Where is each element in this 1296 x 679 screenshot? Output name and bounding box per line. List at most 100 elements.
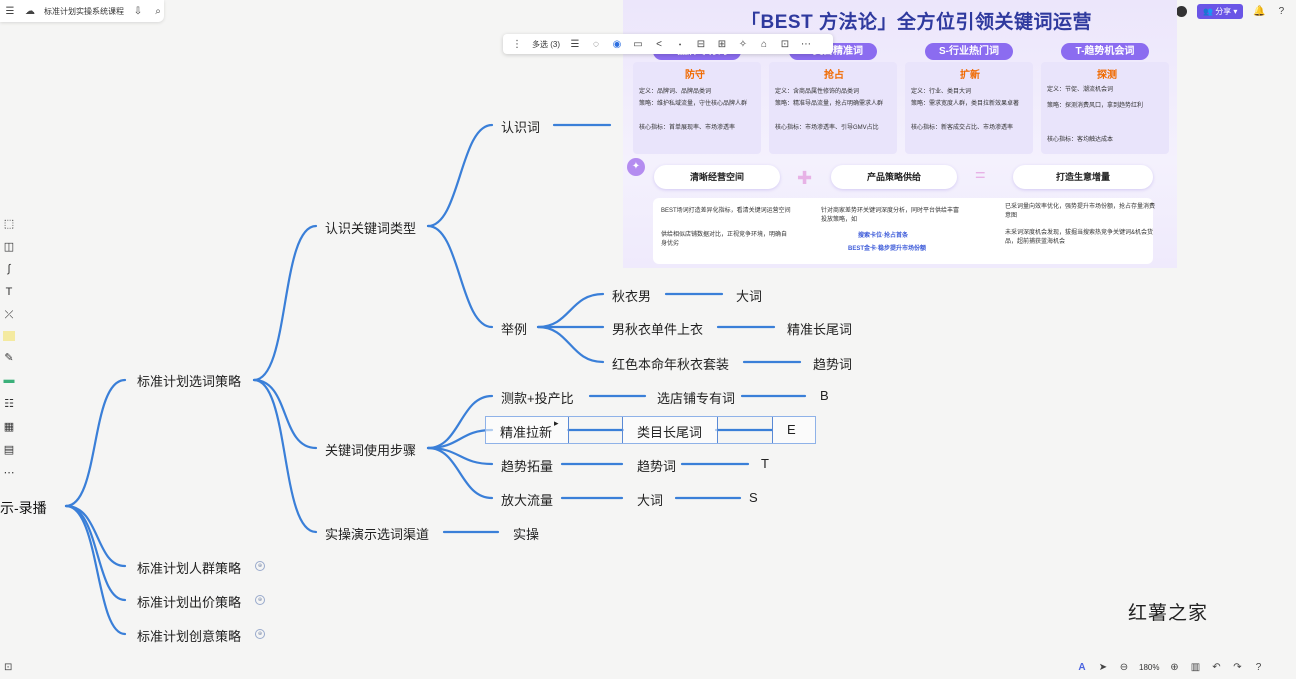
text-style-icon[interactable]: ꞏ — [678, 40, 682, 51]
l1-node[interactable]: 标准计划选词策略 — [137, 374, 242, 389]
more-options-icon[interactable]: ⋯ — [801, 38, 811, 50]
shape-icon[interactable]: ▭ — [633, 38, 643, 50]
undo-icon[interactable]: ↶ — [1212, 661, 1221, 673]
step-letter[interactable]: T — [761, 456, 769, 471]
slide-title: 「BEST 方法论」全方位引领关键词运营 — [741, 12, 1092, 33]
example-kind[interactable]: 大词 — [736, 289, 763, 304]
l2-node[interactable]: 认识关键词类型 — [325, 221, 417, 236]
step-letter[interactable]: E — [787, 422, 796, 437]
card-b-line-1: 定义：品牌词、品牌品类词 — [639, 89, 712, 95]
card-b-line-3: 核心指标：首单展现率、市场渗透率 — [639, 125, 736, 131]
map-icon[interactable]: ▥ — [1190, 661, 1201, 673]
step-word[interactable]: 大词 — [637, 493, 664, 508]
bell-icon[interactable]: 🔔 — [1253, 5, 1266, 17]
card-e-line-2: 策略：精准导品流量，抢占明确需求人群 — [775, 101, 884, 107]
shape-tool-icon[interactable]: ◫ — [3, 240, 15, 253]
insert-icon[interactable]: ⊞ — [717, 38, 727, 50]
step-word[interactable]: 类目长尾词 — [637, 425, 703, 440]
redo-icon[interactable]: ↷ — [1233, 661, 1242, 673]
l1-node[interactable]: 标准计划人群策略 — [137, 561, 242, 576]
zoom-level[interactable]: 180% — [1139, 662, 1160, 672]
template-icon[interactable]: ▬ — [3, 374, 15, 386]
card-sub-b: 防守 — [685, 70, 705, 81]
pen-tool-icon[interactable]: ∫ — [7, 263, 11, 275]
align-icon[interactable]: ⊟ — [696, 38, 706, 50]
card-sub-t: 探测 — [1097, 70, 1117, 81]
sticky-note-icon[interactable] — [3, 331, 15, 341]
card-sub-s: 扩新 — [960, 70, 980, 81]
step-word[interactable]: 趋势词 — [637, 459, 677, 474]
note-3-1: 已采词量向效率优化，强势提升市场份额，抢占存量消费意图 — [1005, 204, 1156, 219]
multi-select-label[interactable]: 多选 (3) — [532, 39, 560, 49]
example-kind[interactable]: 精准长尾词 — [787, 322, 853, 337]
drag-handle-icon[interactable]: ⋮ — [512, 38, 522, 50]
chart-tool-icon[interactable]: ▤ — [3, 443, 15, 456]
doc-title[interactable]: 标准计划实操系统课程 — [44, 6, 124, 16]
step-node[interactable]: 精准拉新 — [500, 425, 553, 440]
example-kind[interactable]: 趋势词 — [813, 357, 853, 372]
pill-space: 清晰经营空间 — [654, 165, 780, 189]
left-toolbar: ⬚ ◫ ∫ T ⤫ ✎ ▬ ☷ ▦ ▤ ⋯ — [0, 210, 18, 506]
ai-icon[interactable]: A — [1078, 661, 1086, 673]
card-s-line-3: 核心指标：新客成交占比、市场渗透率 — [911, 125, 1014, 131]
step-node[interactable]: 放大流量 — [501, 493, 554, 508]
top-left-bar: ☰ ☁ 标准计划实操系统课程 ⇩ ⌕ — [0, 0, 164, 22]
example-word[interactable]: 秋衣男 — [612, 289, 652, 304]
collapse-badge-icon[interactable]: ⊕ — [255, 629, 265, 639]
pointer-icon[interactable]: ➤ — [1098, 661, 1108, 673]
l2-node[interactable]: 关键词使用步骤 — [325, 443, 417, 458]
root-node[interactable]: 示-录播 — [0, 500, 47, 516]
doc-tool-icon[interactable]: ☷ — [4, 397, 14, 410]
minimap-icon[interactable]: ⊡ — [4, 662, 13, 673]
step-letter[interactable]: B — [820, 388, 829, 403]
connector-icon[interactable]: < — [656, 38, 662, 50]
fill-color-icon[interactable]: ◌ — [593, 38, 599, 50]
example-word[interactable]: 男秋衣单件上衣 — [612, 322, 704, 337]
step-node[interactable]: 趋势拓量 — [501, 459, 554, 474]
connector-tool-icon[interactable]: ⤫ — [4, 308, 14, 321]
avatar[interactable] — [1176, 5, 1187, 17]
watermark: 红薯之家 — [1128, 602, 1209, 624]
search-icon[interactable]: ⌕ — [155, 5, 161, 17]
share-button[interactable]: 👥 分享 ▾ — [1197, 3, 1244, 19]
example-word[interactable]: 红色本命年秋衣套装 — [612, 357, 730, 372]
help-icon[interactable]: ? — [1278, 5, 1285, 17]
l3-node[interactable]: 举例 — [501, 322, 528, 337]
zoom-in-icon[interactable]: ⊕ — [1170, 661, 1179, 673]
magic-icon[interactable]: ✧ — [738, 38, 748, 50]
card-s-line-1: 定义：行业、类目大词 — [911, 89, 972, 95]
card-head-s: S-行业热门词 — [925, 43, 1013, 60]
l3-node[interactable]: 认识词 — [501, 120, 541, 135]
frame-tool-icon[interactable]: ⬚ — [3, 217, 15, 230]
text-tool-icon[interactable]: T — [5, 286, 13, 298]
step-letter[interactable]: S — [749, 490, 758, 505]
practice-node[interactable]: 实操 — [513, 527, 540, 542]
frame-icon[interactable]: ⊡ — [780, 38, 790, 50]
l1-node[interactable]: 标准计划创意策略 — [137, 629, 242, 644]
table-tool-icon[interactable]: ▦ — [3, 420, 15, 433]
lock-icon[interactable]: ⌂ — [760, 38, 768, 50]
card-b — [633, 62, 761, 154]
card-s — [905, 62, 1033, 154]
menu-icon[interactable]: ☰ — [5, 5, 15, 17]
note-3-2: 未采词深度机会发现，拔掘当搜索热竞争关键词&机会货品，超前捕获蓝海机会 — [1005, 230, 1154, 245]
border-color-icon[interactable]: ◉ — [612, 38, 622, 50]
step-word[interactable]: 选店铺专有词 — [657, 391, 736, 406]
collapse-badge-icon[interactable]: ⊕ — [255, 595, 265, 605]
selected-node-box[interactable] — [772, 416, 816, 444]
list-icon[interactable]: ☰ — [570, 38, 580, 50]
card-e-line-1: 定义：含商品属性修饰的品类词 — [775, 89, 860, 95]
download-icon[interactable]: ⇩ — [133, 5, 143, 17]
help-icon[interactable]: ? — [1255, 661, 1262, 673]
l1-node[interactable]: 标准计划出价策略 — [137, 595, 242, 610]
step-node[interactable]: 测款+投产比 — [501, 391, 574, 406]
selected-node-box[interactable] — [485, 416, 569, 444]
l2-node[interactable]: 实操演示选词渠道 — [325, 527, 430, 542]
more-tools-icon[interactable]: ⋯ — [3, 466, 15, 479]
floating-toolbar: ⋮ 多选 (3) ☰ ◌ ◉ ▭ < ꞏ ⊟ ⊞ ✧ ⌂ ⊡ ⋯ — [503, 34, 833, 54]
lightbulb-icon: ✦ — [627, 158, 645, 176]
card-head-t: T-趋势机会词 — [1061, 43, 1149, 60]
collapse-badge-icon[interactable]: ⊕ — [255, 561, 265, 571]
zoom-out-icon[interactable]: ⊖ — [1119, 661, 1129, 673]
draw-tool-icon[interactable]: ✎ — [4, 351, 14, 364]
